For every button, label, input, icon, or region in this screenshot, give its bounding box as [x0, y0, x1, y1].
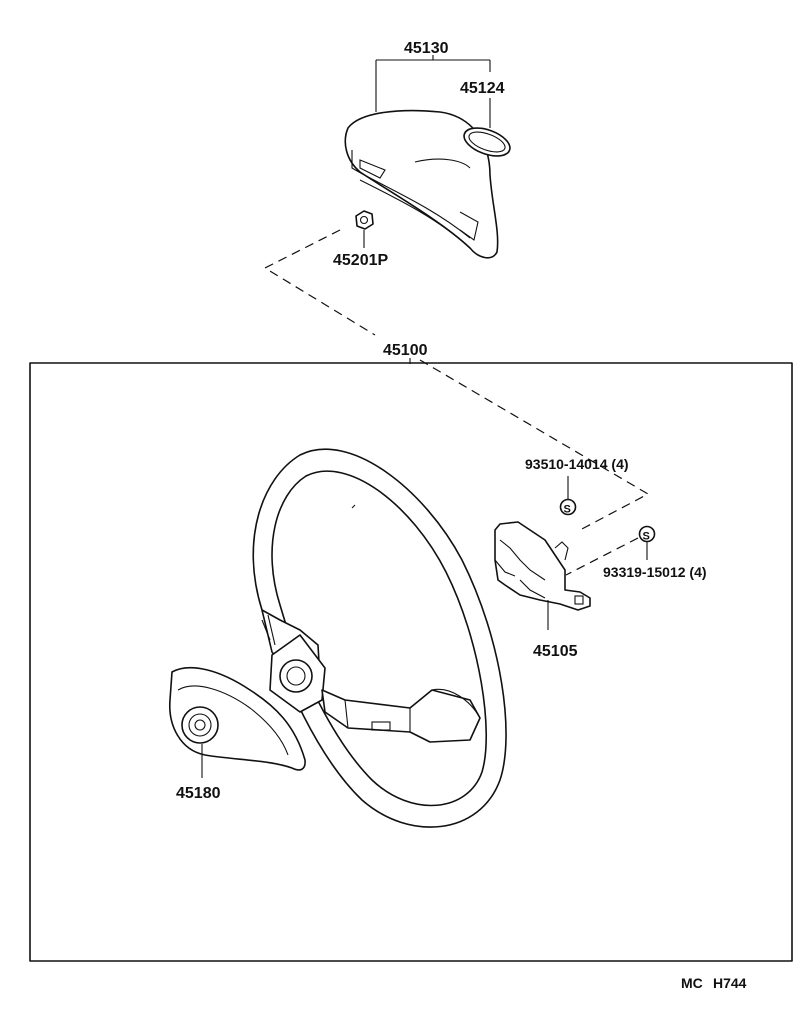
label-45105: 45105: [533, 643, 578, 660]
label-screw-lower: 93319-15012 (4): [603, 564, 707, 580]
nut-drawing: [355, 210, 374, 230]
bracket-drawing: [494, 521, 591, 611]
screw-upper-symbol: S: [559, 498, 577, 516]
svg-text:S: S: [564, 504, 571, 516]
svg-text:S: S: [643, 531, 650, 543]
label-45130: 45130: [404, 40, 449, 57]
steering-wheel-drawing: [252, 448, 507, 828]
footer-code: MC: [681, 975, 703, 991]
label-45180: 45180: [176, 785, 221, 802]
assembly-frame: [29, 362, 793, 962]
label-screw-upper: 93510-14014 (4): [525, 456, 629, 472]
label-45100: 45100: [383, 342, 428, 359]
footer-ref: H744: [713, 975, 747, 991]
emblem-drawing: [463, 127, 511, 157]
horn-pad-drawing: [344, 109, 499, 259]
label-45124: 45124: [460, 80, 505, 97]
screw-lower-symbol: S: [638, 525, 656, 543]
label-45201P: 45201P: [333, 252, 388, 269]
cover-drawing: [169, 666, 306, 771]
